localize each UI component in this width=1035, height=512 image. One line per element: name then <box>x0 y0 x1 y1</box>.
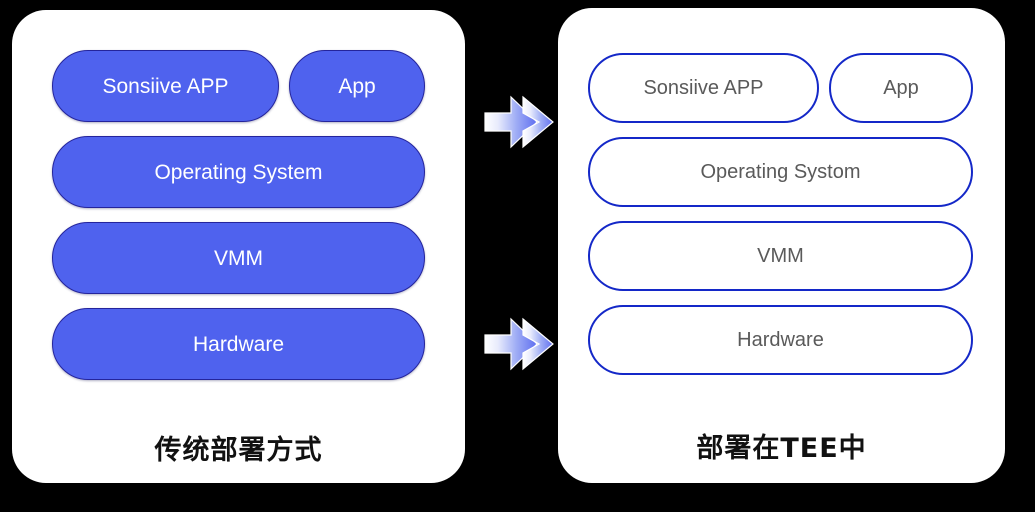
box-vmm-tee[interactable]: VMM <box>588 221 973 291</box>
double-chevron-arrow-top-icon <box>483 93 555 151</box>
box-app-tee[interactable]: App <box>829 53 973 123</box>
box-hardware-tee[interactable]: Hardware <box>588 305 973 375</box>
stack-row-apps: Sonsiive APP App <box>52 50 425 122</box>
box-operating-system-tee[interactable]: Operating Systom <box>588 137 973 207</box>
tee-stack: Sonsiive APP App Operating Systom VMM Ha… <box>588 53 973 375</box>
traditional-deployment-card: Sonsiive APP App Operating System VMM Ha… <box>12 10 465 483</box>
traditional-stack: Sonsiive APP App Operating System VMM Ha… <box>52 50 425 380</box>
stack-row-os: Operating Systom <box>588 137 973 207</box>
box-vmm-traditional[interactable]: VMM <box>52 222 425 294</box>
tee-deployment-card: Sonsiive APP App Operating Systom VMM Ha… <box>558 8 1005 483</box>
box-sonsiive-app-tee[interactable]: Sonsiive APP <box>588 53 819 123</box>
box-sonsiive-app-traditional[interactable]: Sonsiive APP <box>52 50 279 122</box>
double-chevron-arrow-bottom-icon <box>483 315 555 373</box>
stack-row-hardware: Hardware <box>52 308 425 380</box>
stack-row-hardware: Hardware <box>588 305 973 375</box>
caption-tee-deployment: 部署在TEE中 <box>696 433 867 464</box>
box-operating-system-traditional[interactable]: Operating System <box>52 136 425 208</box>
stack-row-vmm: VMM <box>588 221 973 291</box>
stack-row-vmm: VMM <box>52 222 425 294</box>
stack-row-apps: Sonsiive APP App <box>588 53 973 123</box>
box-hardware-traditional[interactable]: Hardware <box>52 308 425 380</box>
box-app-traditional[interactable]: App <box>289 50 425 122</box>
stack-row-os: Operating System <box>52 136 425 208</box>
caption-traditional-deployment: 传统部署方式 <box>154 435 323 466</box>
